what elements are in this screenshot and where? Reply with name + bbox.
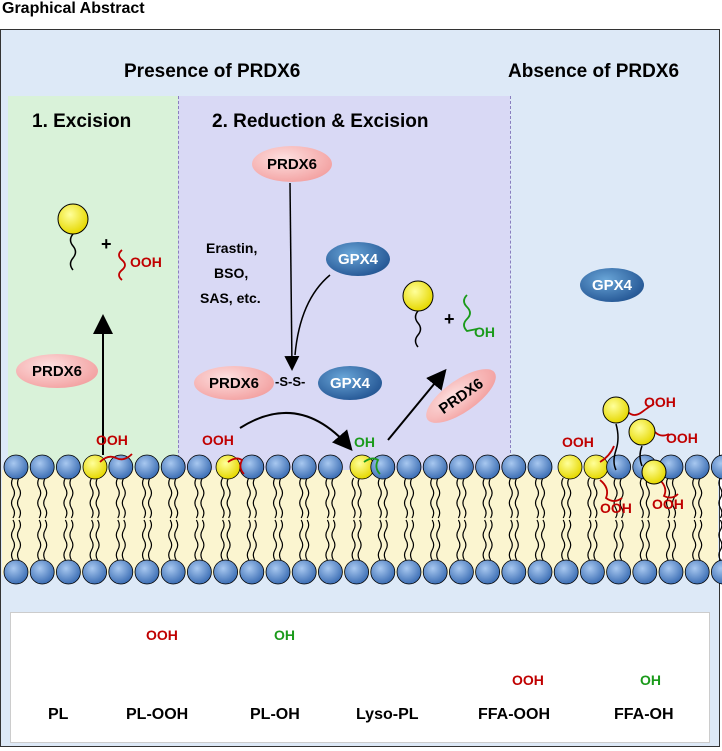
membrane-head-blue	[711, 454, 722, 480]
legend-pl: PL	[48, 706, 69, 723]
inhibitor-1: Erastin,	[206, 240, 258, 256]
membrane-head-blue	[82, 559, 107, 585]
membrane-head-blue	[291, 559, 317, 585]
heads-bottom	[3, 559, 722, 585]
membrane-head-blue	[108, 454, 134, 480]
legend-box	[10, 612, 710, 743]
gpx4-pill-complex: GPX4	[318, 366, 382, 400]
membrane-head-blue	[186, 559, 212, 585]
header-absence: Absence of PRDX6	[508, 61, 680, 82]
prdx6-pill-complex: PRDX6	[194, 366, 274, 400]
section-excision: 1. Excision	[32, 111, 132, 132]
prdx6-pill-top: PRDX6	[252, 146, 332, 182]
prdx6-down-arrow	[284, 182, 300, 371]
release-arrow	[387, 368, 447, 441]
legend-oh-ffa: OH	[640, 672, 661, 688]
membrane-head-blue	[213, 559, 239, 585]
membrane-head-blue	[239, 559, 265, 585]
membrane-head-blue	[239, 454, 265, 480]
membrane-head-blue	[448, 559, 474, 585]
membrane-head-blue	[186, 454, 212, 480]
prdx6-pill-left: PRDX6	[16, 354, 98, 388]
membrane-core	[2, 470, 718, 575]
disulfide-bond: -S-S-	[275, 374, 306, 389]
legend-ffa-ooh: FFA-OOH	[478, 706, 550, 723]
membrane-head-blue	[632, 559, 658, 585]
membrane-head-blue	[317, 559, 343, 585]
legend-lyso-pl: Lyso-PL	[356, 706, 419, 723]
ooh-label-right-4: OOH	[652, 496, 684, 512]
ooh-label-right-5: OOH	[600, 500, 632, 516]
membrane-head-blue	[29, 454, 55, 480]
membrane-head-blue	[56, 454, 81, 480]
ooh-label-excision: OOH	[96, 432, 128, 448]
legend-ooh-pl: OOH	[146, 627, 178, 643]
membrane-head-blue	[501, 454, 527, 480]
plus-left: +	[101, 234, 112, 254]
membrane-head-blue	[134, 559, 160, 585]
header-presence: Presence of PRDX6	[124, 61, 301, 82]
section-reduction: 2. Reduction & Excision	[212, 111, 429, 132]
membrane-head-blue	[134, 454, 160, 480]
ooh-label-reduction: OOH	[202, 432, 234, 448]
gpx4-pill-middle: GPX4	[326, 242, 390, 276]
panel-divider-left	[178, 96, 179, 468]
inhibitor-2: BSO,	[214, 265, 249, 281]
legend-pl-ooh: PL-OOH	[126, 706, 189, 723]
membrane-head-blue	[658, 559, 684, 585]
legend-pl-oh: PL-OH	[250, 706, 300, 723]
panel-divider-right	[510, 96, 511, 468]
membrane-head-blue	[160, 559, 186, 585]
membrane-head-blue	[3, 559, 29, 585]
reduction-curve-arrow	[239, 412, 353, 452]
membrane-head-blue	[684, 454, 710, 480]
gpx4-curve-arrow	[294, 274, 331, 356]
membrane-head-blue	[527, 454, 553, 480]
membrane-head-blue	[291, 454, 317, 480]
membrane-head-blue	[396, 559, 422, 585]
gpx4-pill-right: GPX4	[580, 268, 644, 302]
membrane-head-blue	[396, 454, 422, 480]
membrane-head-blue	[317, 454, 343, 480]
membrane-head-blue	[580, 559, 605, 585]
membrane-head-blue	[606, 559, 631, 585]
tails-top	[10, 477, 722, 519]
membrane-head-blue	[422, 559, 448, 585]
ooh-label-right-2: OOH	[666, 430, 698, 446]
membrane-head-blue	[370, 559, 396, 585]
membrane-head-blue	[527, 559, 553, 585]
legend-ooh-ffa: OOH	[512, 672, 544, 688]
membrane-head-blue	[501, 559, 527, 585]
membrane-head-blue	[606, 454, 631, 480]
legend-oh-pl: OH	[274, 627, 295, 643]
ooh-label-right-3: OOH	[562, 434, 594, 450]
membrane-head-blue	[56, 559, 81, 585]
legend-ffa-oh: FFA-OH	[614, 706, 674, 723]
membrane-head-blue	[475, 559, 501, 585]
membrane-head-blue	[108, 559, 134, 585]
membrane-head-blue	[29, 559, 55, 585]
membrane-head-blue	[711, 559, 722, 585]
plus-middle: +	[444, 309, 455, 329]
figure-title: Graphical Abstract	[2, 0, 145, 17]
membrane-head-blue	[684, 559, 710, 585]
membrane-head-blue	[3, 454, 29, 480]
inhibitor-3: SAS, etc.	[200, 290, 261, 306]
oh-label-reduced: OH	[354, 434, 375, 450]
ooh-label-right-1: OOH	[644, 394, 676, 410]
membrane-head-blue	[160, 454, 186, 480]
membrane-head-blue	[553, 559, 579, 585]
membrane-head-blue	[265, 559, 291, 585]
tails-bottom	[10, 519, 722, 561]
membrane-head-blue	[475, 454, 501, 480]
membrane-head-blue	[422, 454, 448, 480]
membrane-head-blue	[265, 454, 291, 480]
excision-panel	[8, 96, 178, 510]
membrane-head-blue	[344, 559, 370, 585]
oh-label-ffa-mid: OH	[474, 324, 495, 340]
membrane-head-yellow	[557, 454, 583, 480]
membrane-head-blue	[448, 454, 474, 480]
ooh-label-ffa-top: OOH	[130, 254, 162, 270]
